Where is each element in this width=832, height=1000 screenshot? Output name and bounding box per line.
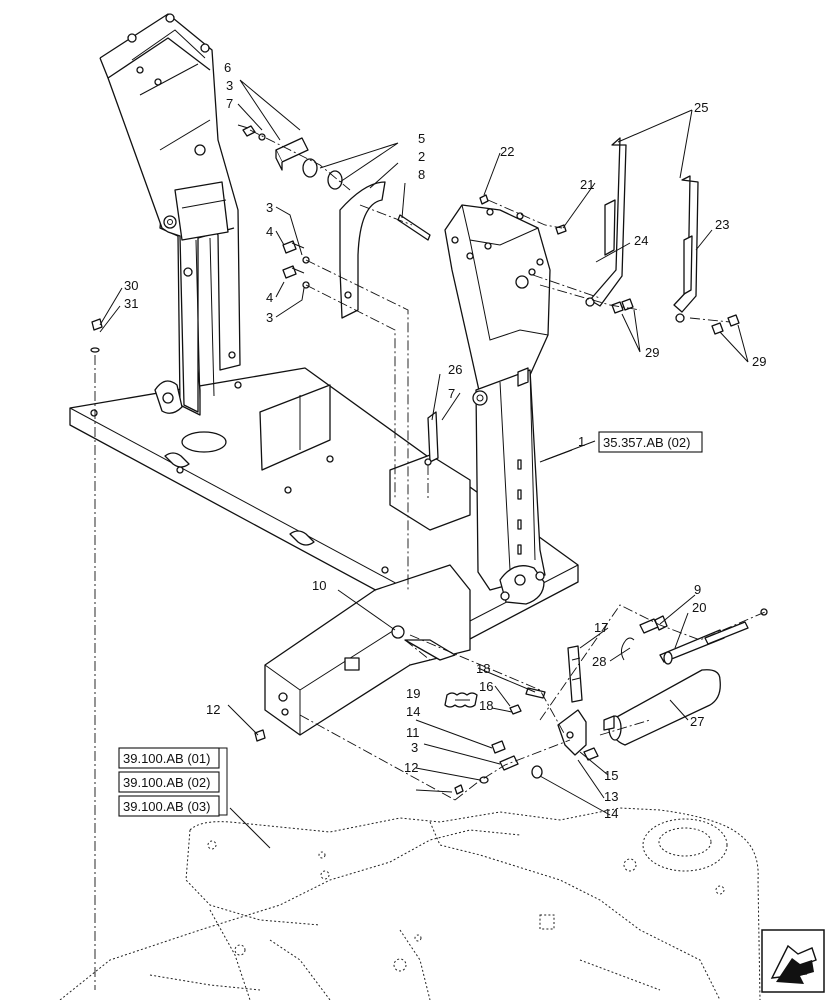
left-tower [99, 13, 241, 416]
callout-22: 22 [500, 144, 514, 159]
reference-39-100-ab-01[interactable]: 39.100.AB (01) [118, 747, 220, 769]
callout-10: 10 [312, 578, 326, 593]
callout-12: 12 [206, 702, 220, 717]
callout-12: 12 [404, 760, 418, 775]
reference-label: 39.100.AB (03) [123, 799, 210, 814]
callout-29: 29 [645, 345, 659, 360]
callout-14: 14 [406, 704, 420, 719]
callout-3: 3 [266, 200, 273, 215]
hitch-arm [264, 564, 471, 736]
reference-label: 35.357.AB (02) [603, 435, 690, 450]
right-tower [444, 204, 551, 605]
callout-4: 4 [266, 290, 273, 305]
callout-21: 21 [580, 177, 594, 192]
callout-8: 8 [418, 167, 425, 182]
callout-3: 3 [411, 740, 418, 755]
next-page-arrow-icon[interactable] [761, 929, 825, 993]
callout-labels: 1 2 3 3 3 3 4 4 5 6 7 7 8 9 10 11 12 12 … [124, 60, 766, 821]
callout-26: 26 [448, 362, 462, 377]
leader-lines [99, 79, 749, 849]
reference-39-100-ab-03[interactable]: 39.100.AB (03) [118, 795, 220, 817]
callout-23: 23 [715, 217, 729, 232]
callout-7: 7 [448, 386, 455, 401]
reference-35-357-ab-02[interactable]: 35.357.AB (02) [598, 431, 703, 453]
callout-24: 24 [634, 233, 648, 248]
callout-18: 18 [476, 661, 490, 676]
callout-6: 6 [224, 60, 231, 75]
callout-18: 18 [479, 698, 493, 713]
reference-39-100-ab-02[interactable]: 39.100.AB (02) [118, 771, 220, 793]
callout-13: 13 [604, 789, 618, 804]
callout-7: 7 [226, 96, 233, 111]
callout-28: 28 [592, 654, 606, 669]
reference-label: 39.100.AB (02) [123, 775, 210, 790]
callout-1: 1 [578, 434, 585, 449]
callout-17: 17 [594, 620, 608, 635]
chassis-outline [59, 807, 761, 1000]
callout-9: 9 [694, 582, 701, 597]
callout-30: 30 [124, 278, 138, 293]
callout-11: 11 [406, 725, 420, 740]
callout-20: 20 [692, 600, 706, 615]
callout-29: 29 [752, 354, 766, 369]
callout-3: 3 [266, 310, 273, 325]
callout-4: 4 [266, 224, 273, 239]
callout-16: 16 [479, 679, 493, 694]
assembly-lines [94, 129, 766, 990]
callout-5: 5 [418, 131, 425, 146]
callout-14: 14 [604, 806, 618, 821]
reference-label: 39.100.AB (01) [123, 751, 210, 766]
reference-group-39-100-ab: 39.100.AB (01) 39.100.AB (02) 39.100.AB … [118, 747, 228, 817]
lower-hardware [254, 608, 768, 795]
callout-19: 19 [406, 686, 420, 701]
callout-27: 27 [690, 714, 704, 729]
callout-31: 31 [124, 296, 138, 311]
callout-3: 3 [226, 78, 233, 93]
callout-25: 25 [694, 100, 708, 115]
callout-2: 2 [418, 149, 425, 164]
callout-15: 15 [604, 768, 618, 783]
